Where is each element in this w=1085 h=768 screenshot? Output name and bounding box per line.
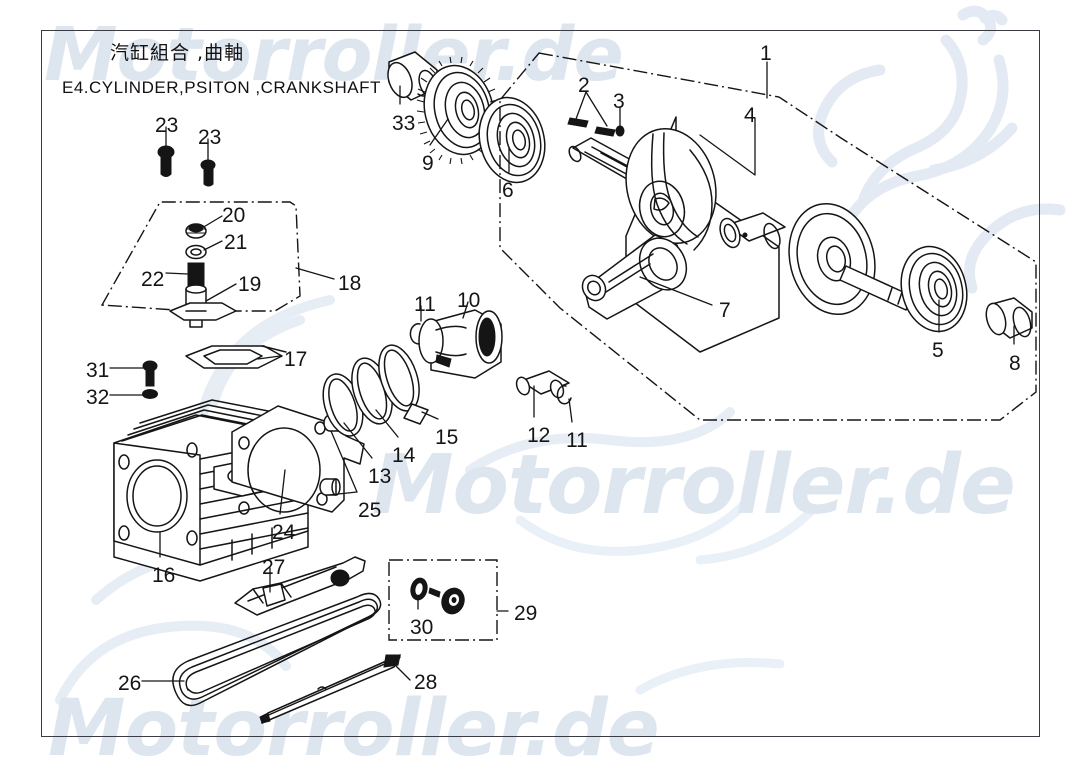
leader-28 xyxy=(391,661,411,681)
callout-28[interactable]: 28 xyxy=(414,671,438,694)
bolt-graphic xyxy=(142,360,158,387)
callout-22[interactable]: 22 xyxy=(141,268,165,291)
leader-18 xyxy=(295,267,335,280)
leader-19 xyxy=(205,283,237,302)
piston-pin-graphic xyxy=(515,370,570,399)
leader-22 xyxy=(165,272,189,275)
seal-ring-graphic xyxy=(410,577,428,601)
callout-11-left[interactable]: 11 xyxy=(414,293,436,316)
leader-21 xyxy=(203,240,223,251)
cylinder-head-bolt-2-graphic xyxy=(200,159,216,187)
chain-tensioner-arm-graphic xyxy=(234,556,366,616)
callout-30[interactable]: 30 xyxy=(410,616,434,639)
callout-24[interactable]: 24 xyxy=(272,521,296,544)
collar-bush-right-graphic xyxy=(985,297,1033,339)
woodruff-key-1-graphic xyxy=(567,117,589,128)
leader-15 xyxy=(421,411,439,420)
callout-4[interactable]: 4 xyxy=(744,104,756,127)
leader-17 xyxy=(257,355,281,360)
leader-10 xyxy=(462,301,469,319)
page-title-chinese: 汽缸組合 ,曲軸 xyxy=(110,42,245,64)
piston-ring-top-graphic xyxy=(378,344,429,425)
leader-13 xyxy=(343,422,373,459)
callout-10[interactable]: 10 xyxy=(457,289,481,312)
leader-7 xyxy=(639,276,713,306)
callout-2[interactable]: 2 xyxy=(578,74,590,97)
timing-gear-graphic xyxy=(416,56,499,165)
callout-15[interactable]: 15 xyxy=(435,426,459,449)
callout-12[interactable]: 12 xyxy=(527,424,551,447)
callout-3[interactable]: 3 xyxy=(613,90,625,113)
leader-11b xyxy=(568,398,573,423)
callout-17[interactable]: 17 xyxy=(284,348,308,371)
callout-20[interactable]: 20 xyxy=(222,204,246,227)
callout-33[interactable]: 33 xyxy=(392,112,416,135)
callout-29[interactable]: 29 xyxy=(514,602,538,625)
piston-graphic xyxy=(418,309,503,379)
callout-13[interactable]: 13 xyxy=(368,465,392,488)
callout-5[interactable]: 5 xyxy=(932,339,944,362)
cylinder-head-bolt-1-graphic xyxy=(157,145,175,177)
drawing-frame-border xyxy=(41,30,1040,737)
callout-6[interactable]: 6 xyxy=(502,179,514,202)
callout-11-right[interactable]: 11 xyxy=(566,429,588,452)
o-ring-graphic xyxy=(185,244,207,260)
circlip-right-graphic xyxy=(556,385,572,405)
callout-19[interactable]: 19 xyxy=(238,273,262,296)
callout-8[interactable]: 8 xyxy=(1009,352,1021,375)
callout-31[interactable]: 31 xyxy=(86,359,110,382)
leader-2 xyxy=(575,91,608,127)
callout-23-right[interactable]: 23 xyxy=(198,126,222,149)
washer-graphic xyxy=(142,389,158,399)
leader-20 xyxy=(201,215,223,229)
main-bearing-left-graphic xyxy=(478,96,546,184)
crank-pin-graphic xyxy=(719,212,786,250)
callout-16[interactable]: 16 xyxy=(152,564,176,587)
callout-32[interactable]: 32 xyxy=(86,386,110,409)
valve-spring-cap-graphic xyxy=(185,223,207,239)
callout-1[interactable]: 1 xyxy=(760,42,772,65)
chain-guide-graphic xyxy=(259,654,401,724)
connecting-rod-graphic xyxy=(581,234,688,320)
callout-26[interactable]: 26 xyxy=(118,672,142,695)
crankshaft-right-shaft-graphic xyxy=(839,265,913,311)
page-title-english: E4.CYLINDER,PSITON ,CRANKSHAFT xyxy=(62,78,381,97)
oil-seal-plug-graphic xyxy=(428,587,465,615)
leader-25 xyxy=(328,430,358,496)
leader-9 xyxy=(429,118,449,146)
callout-14[interactable]: 14 xyxy=(392,444,416,467)
crank-web-left-graphic xyxy=(625,127,717,251)
main-bearing-right-graphic xyxy=(900,245,968,333)
leader-24 xyxy=(279,469,286,515)
callout-23-left[interactable]: 23 xyxy=(155,114,179,137)
callout-9[interactable]: 9 xyxy=(422,152,434,175)
leader-4 xyxy=(699,117,756,176)
callout-21[interactable]: 21 xyxy=(224,231,248,254)
callout-25[interactable]: 25 xyxy=(358,499,382,522)
callout-18[interactable]: 18 xyxy=(338,272,362,295)
leader-14 xyxy=(375,409,399,438)
callout-27[interactable]: 27 xyxy=(262,556,286,579)
woodruff-key-2-graphic xyxy=(594,126,616,137)
dowel-pin-sleeve-graphic xyxy=(387,51,438,101)
callout-7[interactable]: 7 xyxy=(719,299,731,322)
oil-seal-kit-group-boundary xyxy=(388,559,498,641)
